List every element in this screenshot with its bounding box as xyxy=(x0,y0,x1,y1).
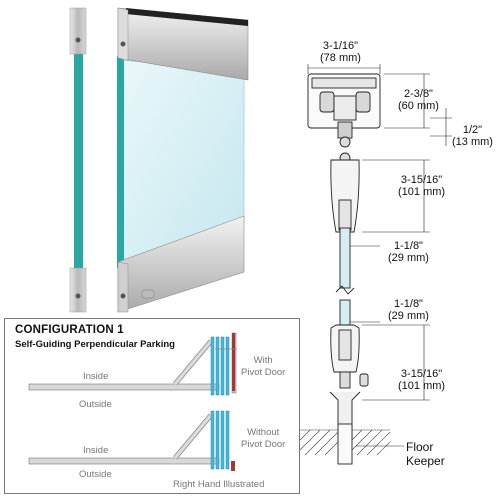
inside-label: Inside xyxy=(83,445,109,456)
outside-label: Outside xyxy=(79,469,112,480)
end-stop xyxy=(231,461,235,471)
dim-glass-upper: 1-1/8"(29 mm) xyxy=(388,240,429,264)
roller xyxy=(355,91,371,113)
dim-bottom-rail: 3-15/16"(101 mm) xyxy=(398,368,446,392)
glass-clamp xyxy=(338,199,352,231)
hanger-bolt xyxy=(337,121,353,139)
top-rail-end xyxy=(117,7,129,61)
diagram-without-pivot xyxy=(28,410,235,471)
dim-top-width: 3-1/16"(78 mm) xyxy=(320,40,361,64)
glass-edge xyxy=(117,56,124,272)
glass-edge xyxy=(74,46,83,270)
floor-socket xyxy=(337,423,353,465)
dim-header-height: 2-3/8"(60 mm) xyxy=(398,88,439,112)
top-rail-edge xyxy=(69,7,87,55)
pivot-door xyxy=(232,333,235,391)
glass-section xyxy=(339,227,351,289)
header-channel xyxy=(311,77,377,89)
dimension-lines xyxy=(307,64,452,401)
roller xyxy=(319,91,335,113)
with-pivot-label: With Pivot Door xyxy=(241,355,286,378)
break-line xyxy=(335,285,355,295)
stacked-panels xyxy=(210,410,230,470)
rail-screw xyxy=(75,37,81,43)
bottom-rail-edge xyxy=(69,267,87,313)
track xyxy=(28,383,220,391)
floor-hatch xyxy=(299,429,391,456)
rail-screw xyxy=(120,293,126,299)
without-pivot-label: Without Pivot Door xyxy=(241,427,286,450)
track xyxy=(28,457,220,465)
edge-view-panel xyxy=(69,7,87,313)
diagram-with-pivot xyxy=(28,332,237,396)
configuration-title: CONFIGURATION 1 xyxy=(15,324,124,336)
configuration-diagram xyxy=(28,332,237,471)
adjust-nut xyxy=(339,136,351,148)
glass-clamp xyxy=(338,329,352,361)
carrier xyxy=(333,95,357,121)
bottom-rail-end xyxy=(117,261,129,313)
rail-screw xyxy=(75,293,81,299)
lock-cylinder xyxy=(141,289,155,299)
top-rail-profile xyxy=(330,159,360,233)
dim-gap-top: 1/2"(13 mm) xyxy=(452,124,493,148)
inside-label: Inside xyxy=(83,371,109,382)
configuration-subtitle: Self-Guiding Perpendicular Parking xyxy=(15,339,175,350)
stacked-panels xyxy=(210,336,230,396)
lock-bolt xyxy=(339,371,351,389)
section-drawing xyxy=(299,64,452,465)
dim-glass-lower: 1-1/8"(29 mm) xyxy=(388,298,429,322)
dim-top-rail: 3-15/16"(101 mm) xyxy=(398,174,446,198)
top-rail-seal xyxy=(126,8,248,26)
footnote: Right Hand Illustrated xyxy=(173,479,265,490)
lock-knob xyxy=(359,373,369,387)
configuration-panel: CONFIGURATION 1 Self-Guiding Perpendicul… xyxy=(4,318,300,494)
outside-label: Outside xyxy=(79,399,112,410)
rail-screw xyxy=(120,41,126,47)
perspective-panel xyxy=(117,7,249,313)
